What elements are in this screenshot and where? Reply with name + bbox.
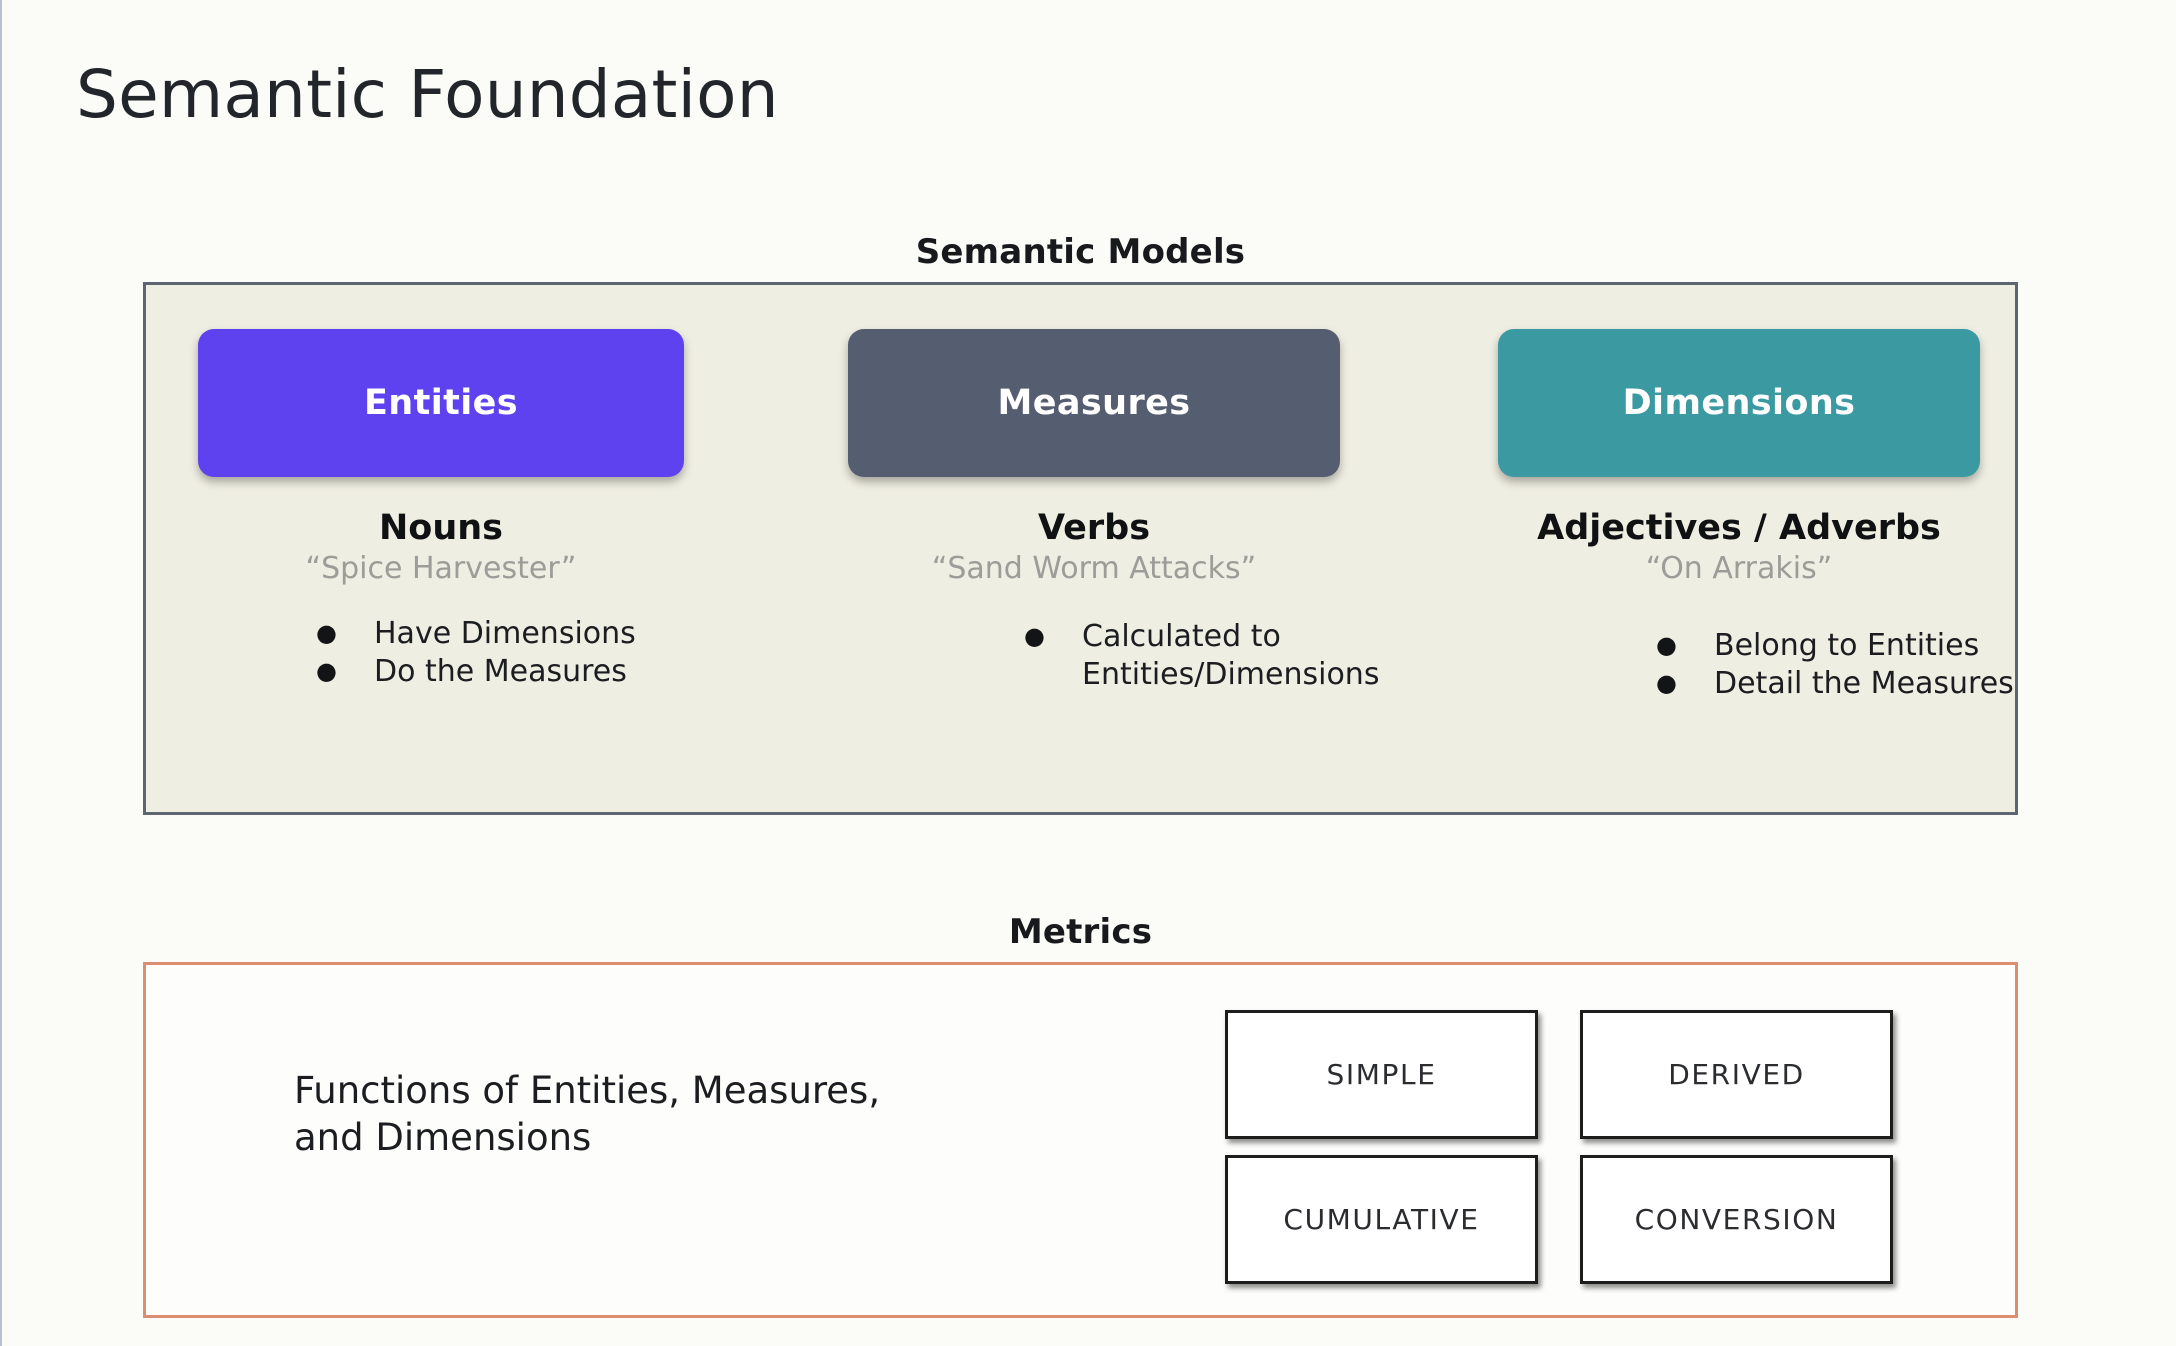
left-edge-rule: [0, 0, 2, 1346]
metrics-panel: Functions of Entities, Measures, and Dim…: [143, 962, 2018, 1318]
list-item: ● Belong to Entities: [1656, 627, 2010, 665]
bullet-dot-icon: ●: [1656, 668, 1677, 697]
bullet-dot-icon: ●: [1656, 630, 1677, 659]
metric-type-simple[interactable]: SIMPLE: [1225, 1010, 1538, 1139]
list-item-label: Detail the Measures: [1714, 665, 2014, 701]
bullet-dot-icon: ●: [1024, 621, 1045, 650]
column-entities: Nouns “Spice Harvester” ● Have Dimension…: [168, 508, 714, 691]
list-item: ● Do the Measures: [316, 653, 714, 691]
column-entities-bullets: ● Have Dimensions ● Do the Measures: [168, 615, 714, 691]
semantic-models-caption: Semantic Models: [915, 232, 1246, 272]
column-dimensions-example: “On Arrakis”: [1645, 550, 1833, 586]
metric-type-conversion-label: CONVERSION: [1634, 1203, 1839, 1236]
metrics-description: Functions of Entities, Measures, and Dim…: [294, 1069, 881, 1160]
column-measures-bullets: ● Calculated to Entities/Dimensions: [818, 618, 1379, 694]
list-item-label: Belong to Entities: [1714, 627, 1980, 663]
metrics-caption: Metrics: [1008, 912, 1153, 952]
list-item: ● Have Dimensions: [316, 615, 714, 653]
list-item: ● Detail the Measures: [1656, 665, 2014, 703]
column-entities-example: “Spice Harvester”: [305, 550, 577, 586]
pill-measures-label: Measures: [997, 383, 1191, 423]
column-measures-heading: Verbs: [1037, 508, 1151, 548]
pill-entities-label: Entities: [363, 383, 519, 423]
pill-dimensions[interactable]: Dimensions: [1498, 329, 1980, 477]
list-item-label: Do the Measures: [374, 653, 627, 689]
column-dimensions-heading: Adjectives / Adverbs: [1537, 508, 1941, 548]
metric-type-derived[interactable]: DERIVED: [1580, 1010, 1893, 1139]
column-dimensions: Adjectives / Adverbs “On Arrakis” ● Belo…: [1468, 508, 2014, 703]
semantic-models-panel: Entities Measures Dimensions Nouns “Spic…: [143, 282, 2018, 815]
metric-type-conversion[interactable]: CONVERSION: [1580, 1155, 1893, 1284]
metric-type-cumulative-label: CUMULATIVE: [1283, 1203, 1480, 1236]
metric-type-derived-label: DERIVED: [1668, 1058, 1805, 1091]
list-item: ● Calculated to Entities/Dimensions: [1024, 618, 1379, 694]
pill-entities[interactable]: Entities: [198, 329, 684, 477]
column-dimensions-bullets: ● Belong to Entities ● Detail the Measur…: [1468, 627, 2014, 703]
bullet-dot-icon: ●: [316, 618, 337, 647]
page-title: Semantic Foundation: [76, 56, 779, 133]
metric-type-simple-label: SIMPLE: [1326, 1058, 1437, 1091]
semantic-pill-row: Entities Measures Dimensions: [146, 329, 2015, 477]
bullet-dot-icon: ●: [316, 656, 337, 685]
metric-type-cumulative[interactable]: CUMULATIVE: [1225, 1155, 1538, 1284]
column-measures-example: “Sand Worm Attacks”: [931, 550, 1257, 586]
column-measures: Verbs “Sand Worm Attacks” ● Calculated t…: [818, 508, 1380, 694]
list-item-label: Have Dimensions: [374, 615, 636, 651]
column-entities-heading: Nouns: [378, 508, 503, 548]
list-item-label: Calculated to Entities/Dimensions: [1082, 618, 1380, 692]
pill-measures[interactable]: Measures: [848, 329, 1340, 477]
pill-dimensions-label: Dimensions: [1622, 383, 1856, 423]
